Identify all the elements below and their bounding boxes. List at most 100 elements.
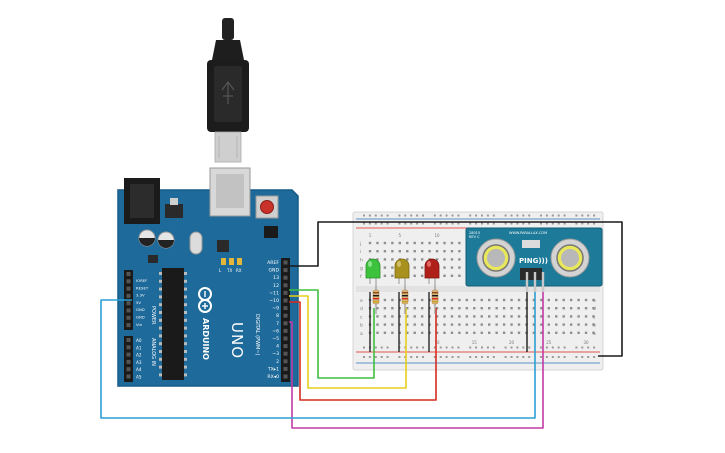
led-red[interactable]: [424, 258, 440, 284]
column-number: 20: [509, 340, 515, 345]
row-letter: i: [360, 249, 361, 255]
led-label-rx: RX: [236, 268, 242, 273]
wire-pin7-magenta[interactable]: [289, 292, 544, 429]
digital-pin-label: ~6: [272, 328, 279, 334]
digital-pin-label: ~11: [269, 290, 279, 296]
wire-pin10-yellow[interactable]: [289, 295, 407, 389]
power-pin-label: RESET: [136, 285, 149, 290]
led-yellow[interactable]: [394, 258, 410, 284]
wire-pin9-red[interactable]: [289, 301, 437, 401]
column-number: 5: [399, 233, 402, 238]
sensor-part-number: 28015: [469, 231, 480, 235]
power-pin-label: 5V: [136, 300, 141, 305]
power-label: POWER: [150, 306, 156, 325]
usb-strain-relief: [212, 40, 244, 60]
analog-pin-label: A4: [136, 367, 142, 372]
digital-pin-label: 2: [276, 359, 279, 365]
sensor-revision: REV C: [469, 235, 480, 239]
power-pin-label: GND: [136, 315, 145, 320]
arduino-uno-board[interactable]: L TX RX ARDUINO UNO DIGITAL (PWM~) POWER…: [117, 167, 299, 387]
row-letter: j: [359, 241, 361, 247]
column-number: 5: [399, 340, 402, 345]
row-letter: d: [360, 306, 363, 312]
atmega-chip: [162, 268, 184, 380]
header-holes: [126, 260, 288, 379]
analog-pin-label: A5: [136, 375, 142, 380]
reset-button-cap[interactable]: [260, 200, 274, 214]
column-number: 10: [435, 340, 441, 345]
digital-pin-label: 12: [273, 283, 279, 289]
onboard-leds: L TX RX: [219, 258, 242, 273]
chip-legs: [159, 272, 187, 377]
led-cathode-legs: [369, 292, 430, 352]
row-letter: b: [360, 323, 363, 329]
digital-pin-label: RX◂0: [267, 374, 279, 380]
wire-gnd-black[interactable]: [289, 221, 623, 357]
digital-pin-label: ~5: [272, 336, 279, 342]
row-letter: a: [593, 332, 596, 337]
row-letter: c: [593, 315, 596, 320]
row-letter: d: [593, 306, 596, 312]
usb-cable-wire: [222, 18, 234, 40]
row-letter: g: [360, 267, 363, 272]
digital-pwm-label: DIGITAL (PWM~): [254, 314, 260, 356]
resistor[interactable]: [372, 284, 380, 314]
digital-pin-label: TX▸1: [267, 366, 279, 372]
wire-5v-cyan[interactable]: [100, 292, 536, 419]
resistor[interactable]: [401, 284, 409, 314]
analog-pin-label: A1: [136, 345, 142, 350]
led-green[interactable]: [365, 258, 381, 284]
sensor-pin-header: [520, 268, 542, 280]
wire-pin11-green[interactable]: [289, 289, 375, 379]
power-pin-label: Vin: [136, 322, 143, 327]
analog-header: [124, 336, 133, 382]
digital-pin-label: ~3: [272, 351, 279, 357]
resistor[interactable]: [431, 284, 439, 314]
digital-pin-label: ~10: [269, 298, 279, 304]
sensor-pins: [525, 272, 545, 292]
row-letter: e: [360, 299, 363, 304]
analog-pin-label: A0: [136, 338, 142, 343]
sensor-name: PING))): [519, 257, 548, 265]
led-label-l: L: [219, 268, 222, 273]
column-number: 30: [584, 340, 590, 345]
row-letter: h: [360, 257, 363, 263]
row-letter: a: [360, 332, 363, 337]
arduino-infinity-logo-icon: [198, 287, 212, 313]
digital-pin-label: 8: [276, 313, 279, 319]
usb-cable: [207, 18, 249, 163]
sensor-url: WWW.PARALLAX.COM: [509, 231, 547, 235]
analog-in-label: ANALOG IN: [150, 338, 156, 366]
led-label-tx: TX: [226, 268, 232, 273]
digital-pin-label: 7: [276, 321, 279, 327]
power-pin-label: IOREF: [136, 278, 147, 283]
digital-pin-label: AREF: [267, 260, 279, 266]
row-letter: b: [593, 323, 596, 329]
resistors: [372, 284, 439, 314]
row-letter: c: [360, 315, 363, 320]
digital-pin-label: GND: [268, 268, 279, 274]
power-pin-label: 3.3V: [136, 293, 145, 298]
center-channel: [356, 286, 600, 292]
digital-header: [281, 258, 290, 382]
row-letter: e: [593, 299, 596, 304]
column-number: 10: [435, 233, 441, 238]
digital-pin-label: 4: [276, 344, 279, 350]
wires: [100, 221, 623, 429]
digital-pin-label: ~9: [272, 306, 279, 312]
arduino-brand-label: ARDUINO: [201, 318, 210, 360]
column-number: 15: [472, 340, 478, 345]
analog-pin-label: A2: [136, 353, 142, 358]
crystal: [189, 231, 203, 255]
ping-ultrasonic-sensor[interactable]: 28015 REV C WWW.PARALLAX.COM PING))): [465, 227, 603, 292]
column-number: 25: [546, 340, 552, 345]
analog-pin-label: A3: [136, 360, 142, 365]
arduino-model-label: UNO: [228, 322, 246, 359]
row-letter: f: [360, 274, 362, 280]
column-number: 1: [369, 233, 372, 238]
digital-pin-label: 13: [273, 275, 279, 281]
